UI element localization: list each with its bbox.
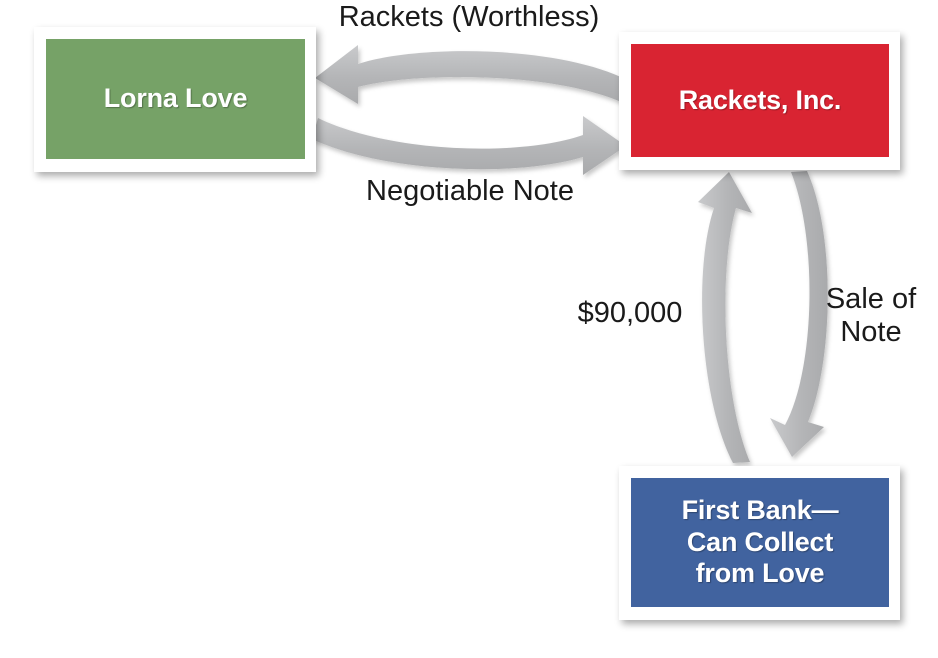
arrow-lorna-to-rackets xyxy=(312,116,626,175)
node-rackets-inc[interactable]: Rackets, Inc. xyxy=(619,32,900,170)
edge-label-sale-of-note: Sale of Note xyxy=(825,283,917,349)
node-rackets-inc-label: Rackets, Inc. xyxy=(678,84,842,115)
edge-label-negotiable-note: Negotiable Note xyxy=(366,175,574,207)
node-lorna-love-fill: Lorna Love xyxy=(46,39,305,159)
node-lorna-love[interactable]: Lorna Love xyxy=(34,27,316,172)
node-rackets-inc-fill: Rackets, Inc. xyxy=(631,44,889,157)
node-lorna-love-label: Lorna Love xyxy=(103,83,248,114)
node-first-bank-label: First Bank— Can Collect from Love xyxy=(681,494,839,589)
edge-label-amount: $90,000 xyxy=(577,297,683,329)
node-first-bank[interactable]: First Bank— Can Collect from Love xyxy=(619,466,900,620)
edge-label-rackets-worthless: Rackets (Worthless) xyxy=(338,1,600,33)
arrow-rackets-to-lorna xyxy=(315,45,627,104)
node-first-bank-fill: First Bank— Can Collect from Love xyxy=(631,478,889,607)
arrow-bank-to-rackets xyxy=(698,172,752,463)
